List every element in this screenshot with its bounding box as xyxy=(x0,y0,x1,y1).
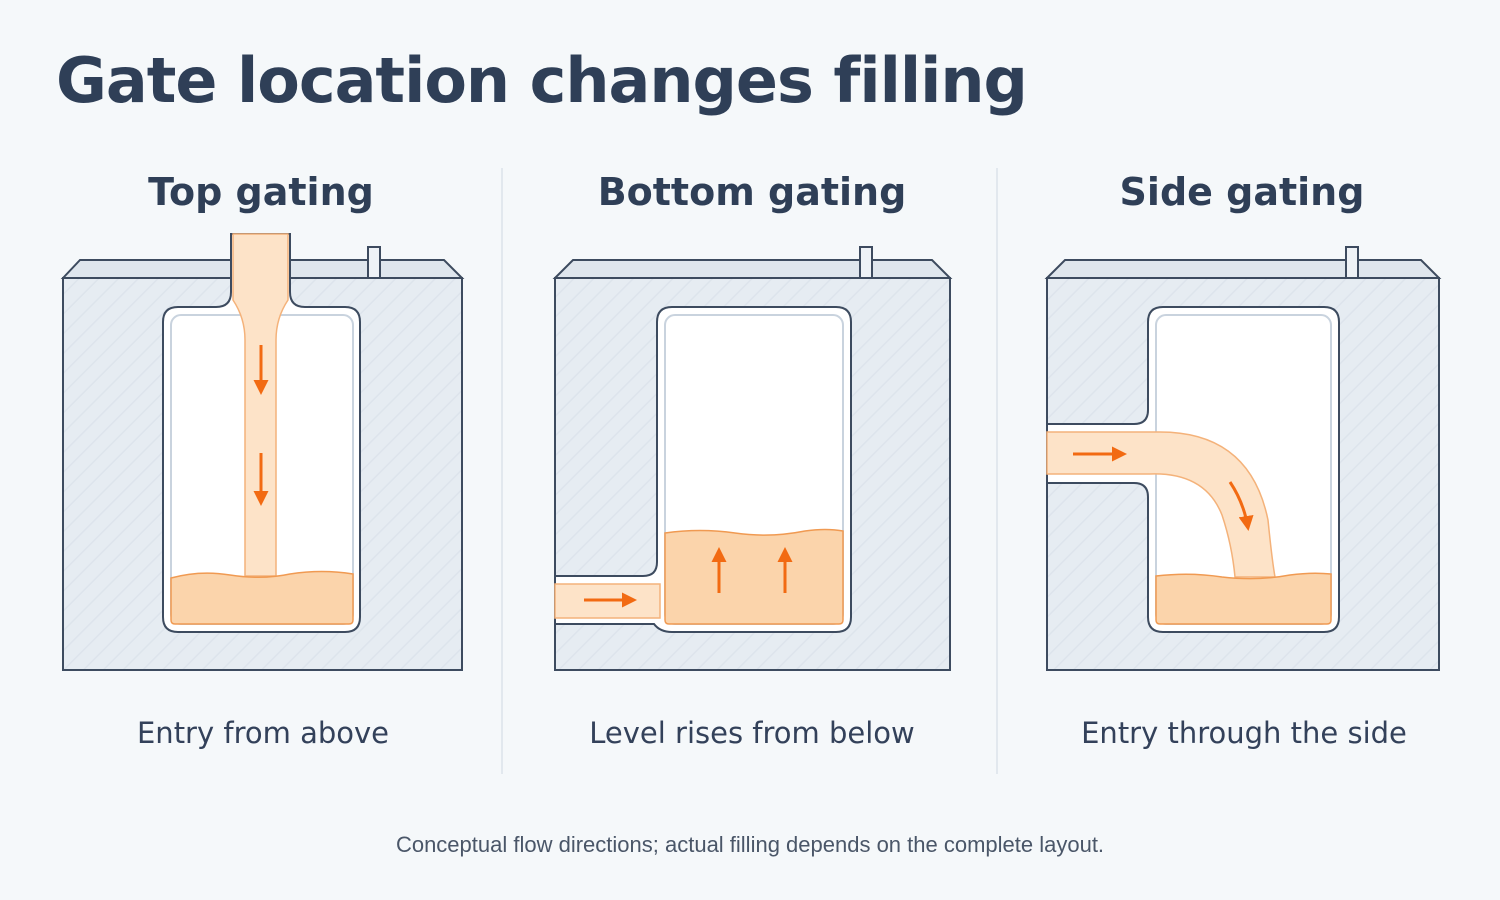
flow-arrow xyxy=(1228,481,1254,531)
caption-side-gating: Entry through the side xyxy=(1081,716,1407,750)
panel-divider xyxy=(996,168,998,774)
riser-vent xyxy=(859,246,873,279)
mold-side-gating xyxy=(1044,246,1442,671)
footnote: Conceptual flow directions; actual filli… xyxy=(395,832,1105,857)
caption-bottom-gating: Level rises from below xyxy=(589,716,915,750)
panel-title-bottom-gating: Bottom gating xyxy=(597,170,907,214)
mold-bottom-gating xyxy=(552,246,953,671)
page-title: Gate location changes filling xyxy=(56,44,1028,117)
riser-vent xyxy=(367,246,381,279)
metal-pool xyxy=(1155,572,1332,625)
panel-divider xyxy=(501,168,503,774)
panel-title-side-gating: Side gating xyxy=(1119,170,1365,214)
metal-pool xyxy=(664,528,844,625)
riser-vent xyxy=(1345,246,1359,279)
caption-top-gating: Entry from above xyxy=(136,716,389,750)
panel-title-top-gating: Top gating xyxy=(148,170,374,214)
metal-pool xyxy=(170,570,354,625)
mold-top-gating xyxy=(60,233,465,671)
